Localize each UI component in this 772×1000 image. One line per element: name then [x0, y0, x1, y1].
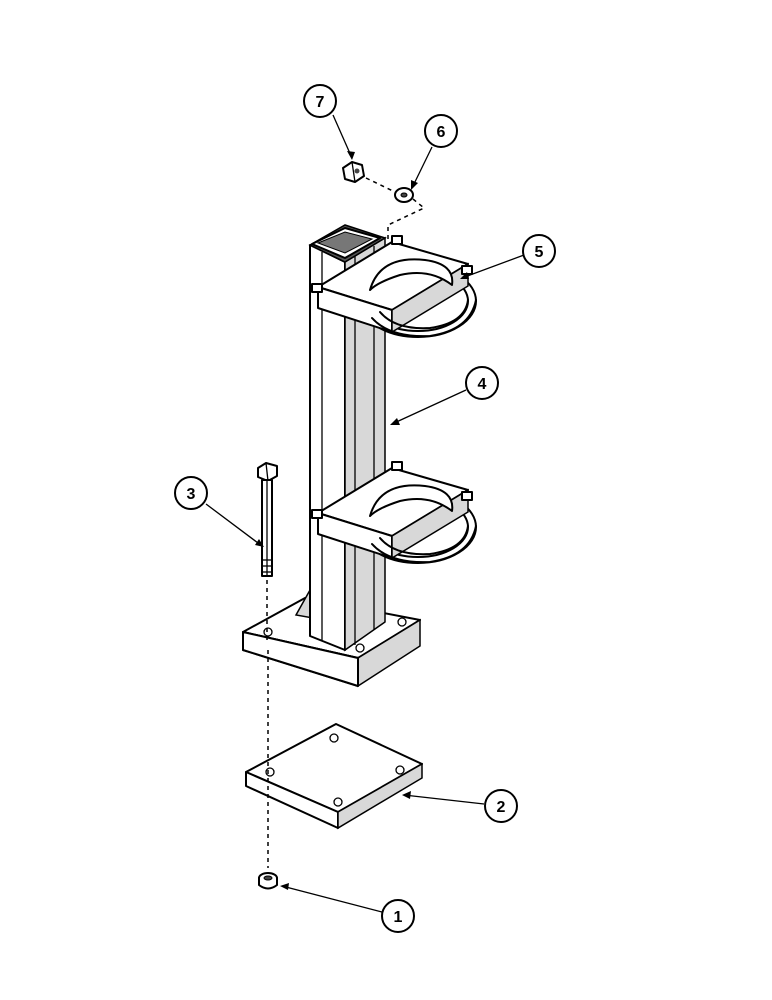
callout-4-label: 4 — [478, 376, 487, 393]
top-nut — [342, 161, 365, 183]
callout-5-label: 5 — [535, 244, 544, 261]
bottom-plate — [245, 723, 423, 830]
top-washer — [394, 187, 414, 203]
callout-2-label: 2 — [497, 799, 506, 816]
callout-2: 2 — [484, 789, 518, 823]
callout-6: 6 — [424, 114, 458, 148]
lower-clamp — [311, 461, 477, 564]
callout-1-label: 1 — [394, 909, 403, 926]
leader-lines — [205, 114, 525, 913]
callout-7-label: 7 — [316, 94, 325, 111]
bolt — [257, 462, 278, 577]
callout-6-label: 6 — [437, 124, 446, 141]
callout-3: 3 — [174, 476, 208, 510]
bottom-nut — [258, 872, 278, 890]
callout-5: 5 — [522, 234, 556, 268]
callout-7: 7 — [303, 84, 337, 118]
callout-1: 1 — [381, 899, 415, 933]
upper-clamp — [311, 235, 477, 338]
assembly-lines — [266, 177, 426, 868]
callout-3-label: 3 — [187, 486, 196, 503]
callout-4: 4 — [465, 366, 499, 400]
